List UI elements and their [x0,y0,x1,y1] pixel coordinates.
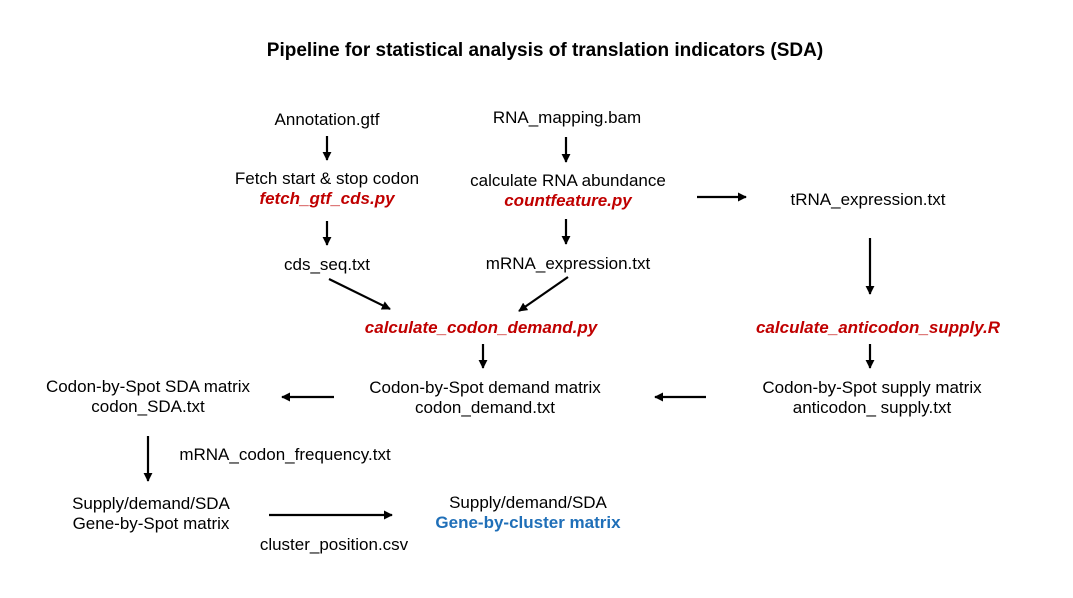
sda-matrix-title: Codon-by-Spot SDA matrix [45,377,251,396]
countfeature-script: countfeature.py [504,191,632,210]
node-gene-by-cluster: Supply/demand/SDA Gene-by-cluster matrix [435,493,620,533]
node-supply-matrix: Codon-by-Spot supply matrix anticodon_ s… [762,378,981,418]
demand-matrix-title: Codon-by-Spot demand matrix [369,378,601,397]
rna-abundance-label: calculate RNA abundance [470,171,666,190]
node-cds-seq: cds_seq.txt [284,255,370,274]
supply-matrix-title: Codon-by-Spot supply matrix [762,378,982,397]
gene-cluster-line2: Gene-by-cluster matrix [435,513,621,532]
arrow-cds-to-demand-script [328,278,391,310]
node-rna-mapping-bam: RNA_mapping.bam [492,108,642,127]
node-demand-matrix: Codon-by-Spot demand matrix codon_demand… [369,378,601,418]
node-rna-abundance: calculate RNA abundance countfeature.py [470,171,666,211]
node-mrna-codon-frequency: mRNA_codon_frequency.txt [179,445,391,464]
node-gene-by-spot: Supply/demand/SDA Gene-by-Spot matrix [72,494,230,534]
node-anticodon-supply-script: calculate_anticodon_supply.R [755,318,1001,337]
node-sda-matrix: Codon-by-Spot SDA matrix codon_SDA.txt [46,377,250,417]
node-trna-expression: tRNA_expression.txt [790,190,946,209]
sda-matrix-file: codon_SDA.txt [91,397,205,416]
demand-matrix-file: codon_demand.txt [415,398,555,417]
node-codon-demand-script: calculate_codon_demand.py [364,318,598,337]
supply-matrix-file: anticodon_ supply.txt [792,398,952,417]
gene-spot-line2: Gene-by-Spot matrix [72,514,230,533]
page-title: Pipeline for statistical analysis of tra… [266,40,824,61]
gene-spot-line1: Supply/demand/SDA [72,494,230,513]
fetch-script: fetch_gtf_cds.py [259,189,395,208]
node-cluster-position: cluster_position.csv [259,535,409,554]
arrow-mrna-to-demand-script [518,276,569,312]
node-fetch-codon: Fetch start & stop codon fetch_gtf_cds.p… [235,169,419,209]
fetch-label: Fetch start & stop codon [234,169,420,188]
node-annotation-gtf: Annotation.gtf [274,110,380,129]
node-mrna-expression: mRNA_expression.txt [485,254,651,273]
gene-cluster-line1: Supply/demand/SDA [449,493,607,512]
